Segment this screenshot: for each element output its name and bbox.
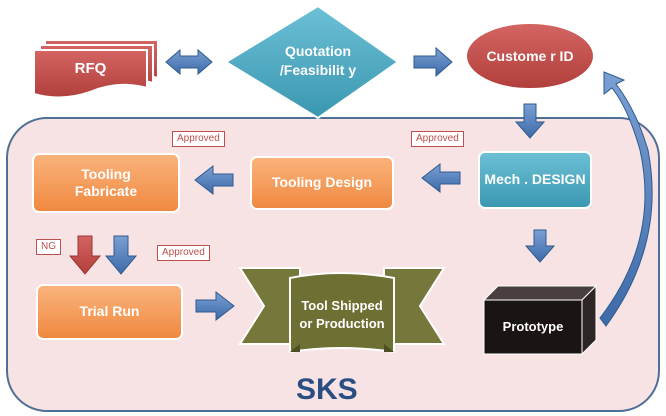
fabricate-to-trial-arrow <box>104 235 138 275</box>
trial-run-label: Trial Run <box>79 303 140 320</box>
quotation-label: Quotation /Feasibilit y <box>279 43 357 78</box>
rfq-document-stack <box>33 39 159 99</box>
tool-shipped-label: Tool Shipped or Production <box>299 298 385 331</box>
mech-design-label: Mech . DESIGN <box>484 171 586 188</box>
arrow-quotation-to-customer <box>413 46 453 78</box>
arrow-tooling-design-to-fabricate <box>194 164 234 196</box>
sks-label: SKS <box>296 373 358 406</box>
approved-tag-3: Approved <box>157 245 210 261</box>
double-arrow-rfq-quotation <box>165 48 213 76</box>
tooling-fabricate-label: Tooling Fabricate <box>74 165 138 200</box>
customer-id-label: Custome r ID <box>486 48 574 65</box>
arrow-customer-to-mech <box>514 103 546 139</box>
customer-id-ellipse <box>465 22 595 90</box>
ng-arrow-down <box>68 235 102 275</box>
approved-tag-2: Approved <box>411 131 464 147</box>
tooling-design-box <box>250 156 394 210</box>
tooling-design-label: Tooling Design <box>271 174 373 191</box>
prototype-box <box>482 284 598 356</box>
arrow-trial-to-shipped <box>195 290 235 322</box>
arrow-mech-to-prototype <box>524 229 556 263</box>
ng-tag: NG <box>36 239 61 255</box>
quotation-diamond <box>224 4 400 120</box>
tool-shipped-banner <box>238 267 446 354</box>
arrow-mech-to-tooling-design <box>421 162 461 194</box>
trial-run-box <box>36 284 183 340</box>
mech-design-box <box>478 151 592 209</box>
rfq-label: RFQ <box>74 59 107 77</box>
approved-tag-1: Approved <box>172 131 225 147</box>
prototype-label: Prototype <box>502 318 564 334</box>
tooling-fabricate-box <box>32 153 180 213</box>
curved-arrow-prototype-to-customer <box>599 71 653 327</box>
